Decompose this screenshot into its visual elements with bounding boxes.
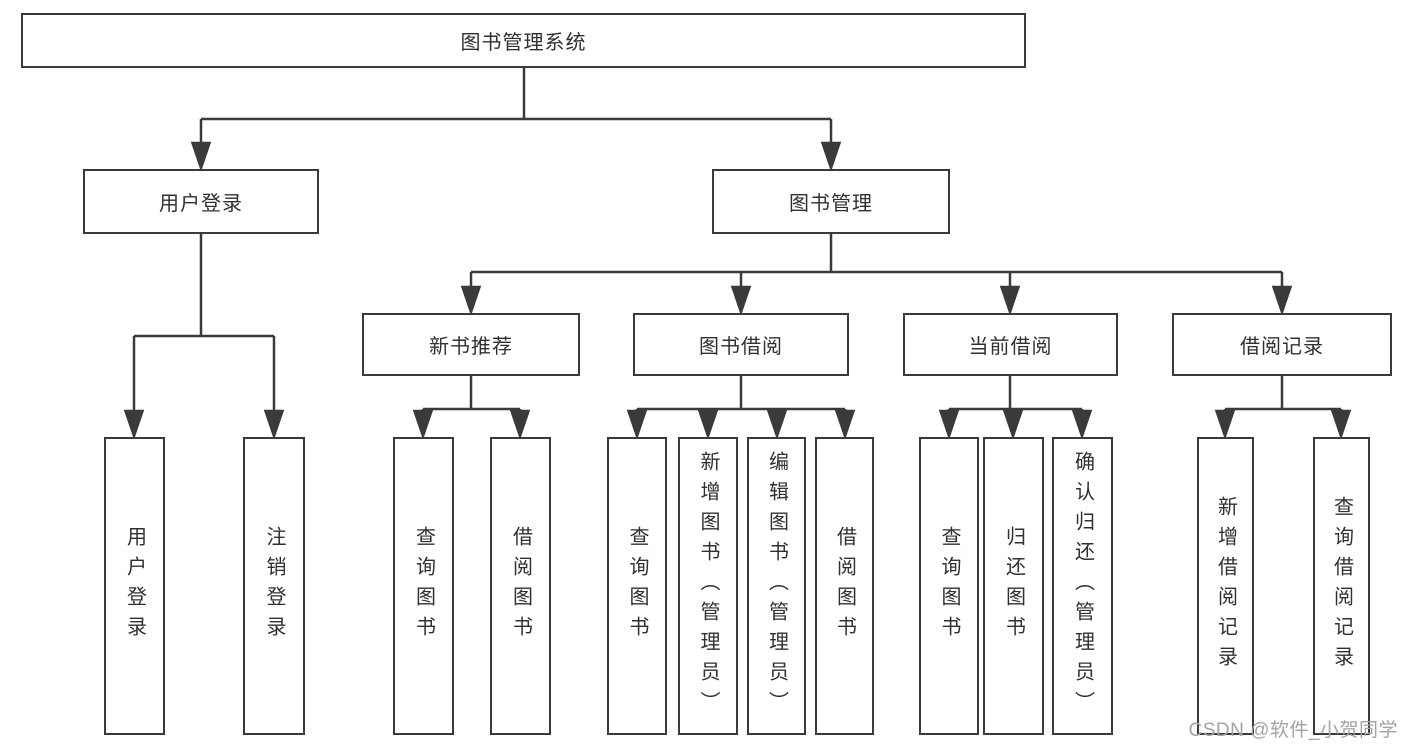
leaf-user-login: 用户登录 [104,437,165,735]
leaf-query-books-b: 查询图书 [607,437,667,735]
connector-root-to-level2 [190,68,842,172]
leaf-logout-label: 注销登录 [263,526,285,646]
node-new-book-rec: 新书推荐 [362,313,580,376]
connector-user-login-children [123,234,285,440]
leaf-edit-book-admin-label: 编辑图书（管理员） [765,451,788,721]
node-book-borrow: 图书借阅 [633,313,849,376]
node-book-mgmt: 图书管理 [712,169,950,234]
leaf-borrow-books-a: 借阅图书 [490,437,551,735]
node-new-book-rec-label: 新书推荐 [429,336,513,358]
leaf-borrow-books-a-label: 借阅图书 [509,526,532,646]
leaf-add-book-admin: 新增图书（管理员） [678,437,738,735]
node-borrow-records: 借阅记录 [1172,313,1392,376]
connector-current-borrow-children [938,376,1093,440]
leaf-query-books-c-label: 查询图书 [938,526,960,646]
leaf-user-login-label: 用户登录 [123,526,146,646]
leaf-borrow-books-b-label: 借阅图书 [833,526,856,646]
leaf-add-book-admin-label: 新增图书（管理员） [697,451,719,721]
connector-borrow-records-children [1214,376,1352,440]
leaf-add-borrow-record-label: 新增借阅记录 [1214,496,1237,676]
leaf-add-borrow-record: 新增借阅记录 [1197,437,1254,735]
leaf-borrow-books-b: 借阅图书 [815,437,874,735]
csdn-watermark: CSDN @软件_小贺同学 [1188,720,1398,741]
node-root: 图书管理系统 [21,13,1026,68]
node-book-mgmt-label: 图书管理 [789,193,873,215]
node-current-borrow-label: 当前借阅 [968,336,1053,358]
node-user-login-label: 用户登录 [159,193,243,215]
leaf-query-books-c: 查询图书 [919,437,979,735]
connector-book-borrow-children [626,376,856,440]
leaf-confirm-return-admin: 确认归还（管理员） [1052,437,1113,735]
leaf-query-borrow-record-label: 查询借阅记录 [1330,496,1353,676]
node-root-label: 图书管理系统 [460,32,587,54]
connector-book-mgmt-children [460,234,1293,316]
leaf-return-book: 归还图书 [983,437,1044,735]
node-book-borrow-label: 图书借阅 [699,336,783,358]
leaf-query-books-a-label: 查询图书 [412,526,435,646]
node-user-login: 用户登录 [83,169,319,234]
node-current-borrow: 当前借阅 [903,313,1118,376]
leaf-logout: 注销登录 [243,437,305,735]
leaf-query-borrow-record: 查询借阅记录 [1313,437,1370,735]
node-borrow-records-label: 借阅记录 [1240,336,1324,358]
connector-new-book-children [412,376,531,440]
leaf-query-books-b-label: 查询图书 [626,526,648,646]
leaf-confirm-return-admin-label: 确认归还（管理员） [1071,451,1094,721]
leaf-edit-book-admin: 编辑图书（管理员） [747,437,806,735]
leaf-return-book-label: 归还图书 [1002,526,1025,646]
leaf-query-books-a: 查询图书 [393,437,454,735]
